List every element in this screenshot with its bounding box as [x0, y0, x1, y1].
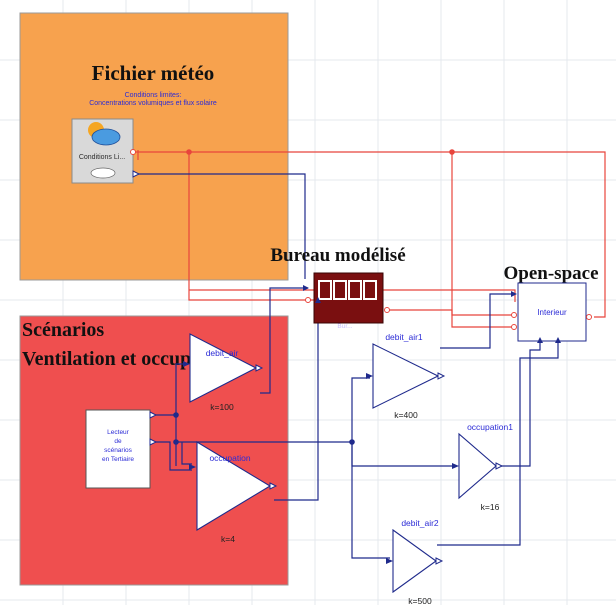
- scenarios-title-1: Scénarios: [22, 319, 104, 341]
- gain-debit-air[interactable]: debit_air k=100: [183, 333, 264, 412]
- weather-block[interactable]: Conditions Li...: [71, 118, 141, 184]
- gain-occupation1-name: occupation1: [467, 422, 513, 432]
- reader-line-2: de: [114, 438, 122, 445]
- bureau-block-label: Bur...: [337, 323, 352, 330]
- gain-debit-air1-name: debit_air1: [385, 332, 423, 342]
- reader-line-4: en Tertiaire: [102, 456, 134, 463]
- bureau-title: Bureau modélisé: [270, 245, 405, 266]
- meteo-region: [19, 12, 289, 281]
- gain-debit-air1-k: k=400: [394, 410, 418, 420]
- meteo-subtitle-2: Concentrations volumiques et flux solair…: [89, 100, 217, 107]
- gain-occupation[interactable]: occupation k=4: [189, 441, 278, 544]
- openspace-title: Open-space: [504, 263, 599, 284]
- blue-connections: [133, 173, 559, 559]
- scenario-reader-block[interactable]: Lecteur de scénarios en Tertiaire: [85, 409, 158, 489]
- gain-occupation1[interactable]: occupation1 k=16: [452, 422, 513, 512]
- gain-occupation1-k: k=16: [481, 502, 500, 512]
- reader-line-1: Lecteur: [107, 429, 130, 436]
- meteo-title: Fichier météo: [92, 61, 215, 85]
- gain-debit-air2-k: k=500: [408, 596, 432, 605]
- gain-occupation-name: occupation: [209, 453, 250, 463]
- gain-debit-air2-name: debit_air2: [401, 518, 439, 528]
- interieur-label: Interieur: [537, 308, 567, 317]
- weather-icon: [88, 122, 121, 179]
- scenarios-region: [19, 315, 289, 586]
- reader-line-3: scénarios: [104, 447, 133, 454]
- bureau-block[interactable]: Bur...: [303, 272, 390, 330]
- gain-debit-air2[interactable]: debit_air2 k=500: [386, 518, 444, 605]
- gain-occupation-k: k=4: [221, 534, 235, 544]
- meteo-subtitle-1: Conditions limites:: [125, 92, 182, 99]
- gain-debit-air1[interactable]: debit_air1 k=400: [366, 332, 446, 420]
- gain-debit-air-k: k=100: [210, 402, 234, 412]
- weather-block-label: Conditions Li...: [79, 154, 125, 161]
- red-connections: [133, 149, 606, 328]
- gain-debit-air-name: debit_air: [206, 348, 239, 358]
- interieur-block[interactable]: Interieur: [511, 282, 592, 343]
